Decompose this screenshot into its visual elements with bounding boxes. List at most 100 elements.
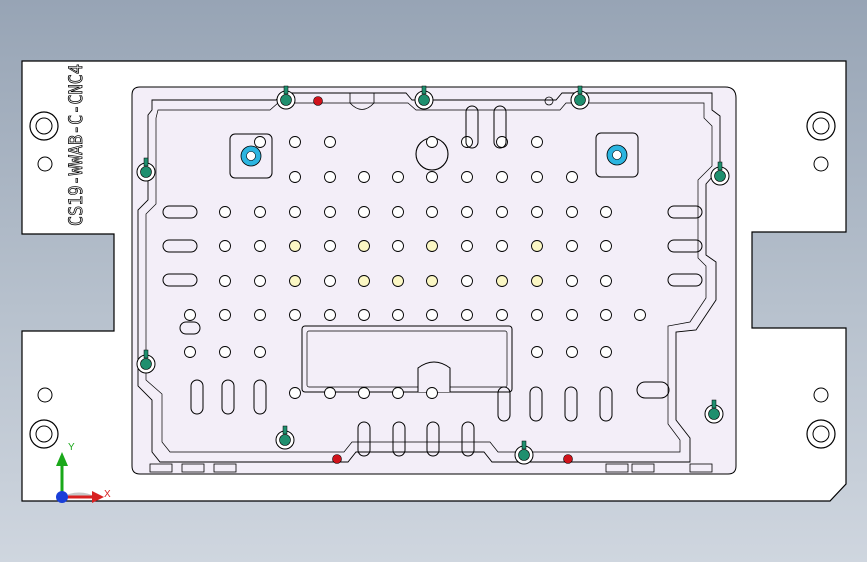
grid-hole[interactable] xyxy=(426,309,438,321)
grid-hole[interactable] xyxy=(219,346,231,358)
grid-hole[interactable] xyxy=(634,309,646,321)
grid-hole[interactable] xyxy=(358,206,370,218)
grid-hole[interactable] xyxy=(289,387,301,399)
slot[interactable] xyxy=(162,205,198,219)
grid-hole[interactable] xyxy=(392,171,404,183)
slot[interactable] xyxy=(253,379,267,415)
grid-hole[interactable] xyxy=(426,206,438,218)
clamp-hole[interactable] xyxy=(806,111,836,141)
grid-hole[interactable] xyxy=(461,240,473,252)
grid-hole[interactable] xyxy=(392,309,404,321)
grid-hole[interactable] xyxy=(461,309,473,321)
grid-hole[interactable] xyxy=(289,275,301,287)
slot[interactable] xyxy=(529,386,543,422)
slot[interactable] xyxy=(667,205,703,219)
grid-hole[interactable] xyxy=(324,387,336,399)
grid-hole[interactable] xyxy=(531,309,543,321)
slot[interactable] xyxy=(392,421,406,457)
grid-hole[interactable] xyxy=(531,171,543,183)
grid-hole[interactable] xyxy=(600,206,612,218)
grid-hole[interactable] xyxy=(566,240,578,252)
grid-hole[interactable] xyxy=(531,346,543,358)
grid-hole[interactable] xyxy=(324,309,336,321)
slot[interactable] xyxy=(461,421,475,457)
grid-hole[interactable] xyxy=(254,240,266,252)
grid-hole[interactable] xyxy=(289,240,301,252)
grid-hole[interactable] xyxy=(496,240,508,252)
grid-hole[interactable] xyxy=(531,136,543,148)
grid-hole[interactable] xyxy=(358,240,370,252)
grid-hole[interactable] xyxy=(254,309,266,321)
slot[interactable] xyxy=(493,105,507,149)
grid-hole[interactable] xyxy=(496,309,508,321)
grid-hole[interactable] xyxy=(358,171,370,183)
dowel-hole[interactable] xyxy=(813,387,829,403)
grid-hole[interactable] xyxy=(358,387,370,399)
grid-hole[interactable] xyxy=(566,309,578,321)
grid-hole[interactable] xyxy=(219,309,231,321)
dowel-hole[interactable] xyxy=(813,156,829,172)
grid-hole[interactable] xyxy=(566,171,578,183)
slot[interactable] xyxy=(426,421,440,457)
dowel-hole[interactable] xyxy=(37,387,53,403)
grid-hole[interactable] xyxy=(289,206,301,218)
grid-hole[interactable] xyxy=(289,309,301,321)
grid-hole[interactable] xyxy=(566,346,578,358)
grid-hole[interactable] xyxy=(426,171,438,183)
grid-hole[interactable] xyxy=(426,387,438,399)
grid-hole[interactable] xyxy=(600,275,612,287)
grid-hole[interactable] xyxy=(392,240,404,252)
grid-hole[interactable] xyxy=(531,240,543,252)
grid-hole[interactable] xyxy=(289,171,301,183)
grid-hole[interactable] xyxy=(254,136,266,148)
grid-hole[interactable] xyxy=(531,275,543,287)
grid-hole[interactable] xyxy=(531,206,543,218)
grid-hole[interactable] xyxy=(426,240,438,252)
grid-hole[interactable] xyxy=(324,136,336,148)
grid-hole[interactable] xyxy=(496,206,508,218)
slot[interactable] xyxy=(179,321,201,335)
grid-hole[interactable] xyxy=(358,309,370,321)
slot[interactable] xyxy=(599,386,613,422)
grid-hole[interactable] xyxy=(426,136,438,148)
grid-hole[interactable] xyxy=(254,346,266,358)
slot[interactable] xyxy=(357,421,371,457)
center-recess[interactable] xyxy=(301,325,513,393)
grid-hole[interactable] xyxy=(324,206,336,218)
grid-hole[interactable] xyxy=(600,309,612,321)
slot[interactable] xyxy=(564,386,578,422)
slot[interactable] xyxy=(667,273,703,287)
grid-hole[interactable] xyxy=(392,275,404,287)
clamp-hole[interactable] xyxy=(806,419,836,449)
grid-hole[interactable] xyxy=(219,275,231,287)
grid-hole[interactable] xyxy=(566,275,578,287)
slot[interactable] xyxy=(162,239,198,253)
grid-hole[interactable] xyxy=(219,240,231,252)
grid-hole[interactable] xyxy=(600,346,612,358)
grid-hole[interactable] xyxy=(324,240,336,252)
grid-hole[interactable] xyxy=(324,275,336,287)
grid-hole[interactable] xyxy=(461,275,473,287)
slot[interactable] xyxy=(162,273,198,287)
grid-hole[interactable] xyxy=(496,275,508,287)
slot[interactable] xyxy=(190,379,204,415)
grid-hole[interactable] xyxy=(461,136,473,148)
grid-hole[interactable] xyxy=(324,171,336,183)
grid-hole[interactable] xyxy=(254,206,266,218)
grid-hole[interactable] xyxy=(461,206,473,218)
dowel-hole[interactable] xyxy=(37,156,53,172)
clamp-hole[interactable] xyxy=(29,111,59,141)
grid-hole[interactable] xyxy=(600,240,612,252)
grid-hole[interactable] xyxy=(496,171,508,183)
grid-hole[interactable] xyxy=(426,275,438,287)
grid-hole[interactable] xyxy=(184,309,196,321)
grid-hole[interactable] xyxy=(392,206,404,218)
slot[interactable] xyxy=(636,381,670,399)
grid-hole[interactable] xyxy=(184,346,196,358)
slot[interactable] xyxy=(497,386,511,422)
slot[interactable] xyxy=(465,105,479,149)
grid-hole[interactable] xyxy=(566,206,578,218)
grid-hole[interactable] xyxy=(219,206,231,218)
slot[interactable] xyxy=(221,379,235,415)
